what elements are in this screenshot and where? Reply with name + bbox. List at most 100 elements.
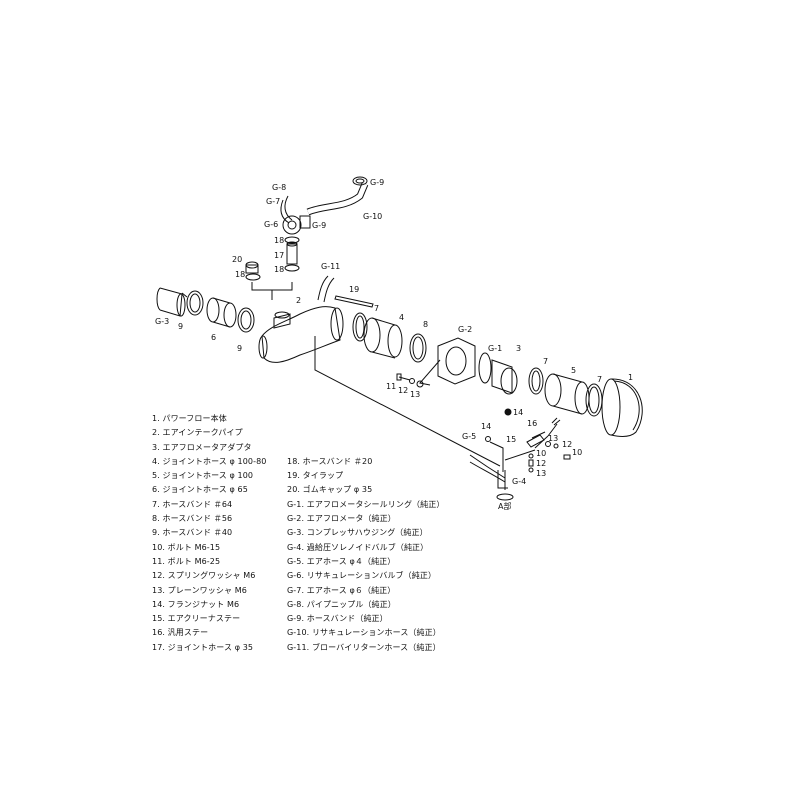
parts-list-item: G-3. コンプレッサハウジング（純正） <box>287 528 428 538</box>
parts-list-item: 1. パワーフロー本体 <box>152 414 227 423</box>
callout-g1: G-1 <box>488 344 502 353</box>
parts-list-item: 8. ホースバンド ＃56 <box>152 514 233 524</box>
callout-5: 5 <box>571 366 576 375</box>
hose-band <box>409 333 427 363</box>
callout-g10: G-10 <box>363 212 382 221</box>
joint-hose <box>206 297 237 328</box>
callout-12: 12 <box>562 440 572 449</box>
callout-13: 13 <box>536 469 546 478</box>
callout-16: 16 <box>527 419 537 428</box>
parts-list-item: 4. ジョイントホース φ 100-80 <box>152 456 267 466</box>
parts-list-item: 2. エアインテークパイプ <box>152 428 243 438</box>
callout-g6: G-6 <box>264 220 278 229</box>
parts-list-item: 6. ジョイントホース φ 65 <box>152 485 248 495</box>
parts-list-item: 20. ゴムキャップ φ 35 <box>287 485 373 495</box>
callout-g5: G-5 <box>462 432 476 441</box>
parts-list-item: 16. 汎用ステー <box>152 628 209 638</box>
callout-20: 20 <box>232 255 242 264</box>
leader-line <box>251 282 293 291</box>
air-intake-pipe <box>258 275 344 363</box>
callout-6: 6 <box>211 333 216 342</box>
parts-list-item: 7. ホースバンド ＃64 <box>152 499 233 509</box>
callout-g7: G-7 <box>266 197 280 206</box>
bolt-and-washer-set <box>396 373 512 416</box>
callout-1: 1 <box>628 373 633 382</box>
recirculation-valve-assembly <box>245 176 369 281</box>
callout-18: 18 <box>274 236 284 245</box>
parts-list-item: 3. エアフロメータアダプタ <box>152 442 252 452</box>
callout-13: 13 <box>410 390 420 399</box>
callout-g4: G-4 <box>512 477 526 486</box>
callout-9: 9 <box>178 322 183 331</box>
parts-list-item: 18. ホースバンド ＃20 <box>287 456 373 466</box>
parts-list-item: 9. ホースバンド ＃40 <box>152 528 233 538</box>
parts-list-item: 5. ジョイントホース φ 100 <box>152 471 254 481</box>
callout-g2: G-2 <box>458 325 472 334</box>
parts-list-left: 1. パワーフロー本体 2. エアインテークパイプ 3. エアフロメータアダプタ 4.… <box>152 412 266 655</box>
callout-g8: G-8 <box>272 183 286 192</box>
callout-8: 8 <box>423 320 428 329</box>
compressor-housing <box>156 287 186 317</box>
parts-list-item: 15. エアクリーナステー <box>152 614 241 624</box>
hose-band <box>585 383 603 417</box>
callout-13: 13 <box>548 434 558 443</box>
callout-g3: G-3 <box>155 317 169 326</box>
parts-list-item: 11. ボルト M6-25 <box>152 556 221 566</box>
parts-list-item: 19. タイラップ <box>287 471 344 481</box>
callout-2: 2 <box>296 296 301 305</box>
callout-18: 18 <box>235 270 245 279</box>
parts-list-item: G-2. エアフロメータ（純正） <box>287 514 396 524</box>
callout-a-part: A部 <box>498 501 511 511</box>
parts-list-item: G-10. リサキュレーションホース（純正） <box>287 628 441 638</box>
parts-list-item <box>287 412 444 426</box>
hose-band <box>181 290 204 316</box>
hose-band <box>528 367 544 395</box>
parts-list-item: G-11. ブローバイリターンホース（純正） <box>287 642 441 652</box>
bracket-assembly <box>469 417 571 501</box>
parts-list-item: G-4. 過給圧ソレノイドバルブ（純正） <box>287 542 429 552</box>
callout-10: 10 <box>572 448 582 457</box>
parts-list-item: G-9. ホースバンド（純正） <box>287 614 388 624</box>
callout-17: 17 <box>274 251 284 260</box>
callout-14: 14 <box>513 408 523 417</box>
parts-list-item: 17. ジョイントホース φ 35 <box>152 642 254 652</box>
parts-list-item: G-1. エアフロメータシールリング（純正） <box>287 499 445 509</box>
callout-g9: G-9 <box>312 221 326 230</box>
callout-12: 12 <box>536 459 546 468</box>
air-flow-meter-adapter <box>491 359 518 395</box>
callout-10: 10 <box>536 449 546 458</box>
parts-list-item: 12. スプリングワッシャ M6 <box>152 571 256 581</box>
parts-list-item <box>287 426 444 440</box>
power-flow-filter <box>601 378 643 438</box>
callout-18: 18 <box>274 265 284 274</box>
callout-12: 12 <box>398 386 408 395</box>
parts-list-right: 18. ホースバンド ＃20 19. タイラップ 20. ゴムキャップ φ 35 G-… <box>287 412 444 655</box>
parts-list-item: G-5. エアホース φ４（純正） <box>287 556 396 566</box>
parts-list-item: G-7. エアホース φ６（純正） <box>287 585 396 595</box>
parts-list-item: G-6. リサキュレーションバルブ（純正） <box>287 571 437 581</box>
callout-9: 9 <box>237 344 242 353</box>
callout-14: 14 <box>481 422 491 431</box>
callout-4: 4 <box>399 313 404 322</box>
leader-line <box>314 345 501 467</box>
callout-7: 7 <box>597 375 602 384</box>
callout-11: 11 <box>386 382 396 391</box>
seal-ring <box>478 352 492 384</box>
callout-19: 19 <box>349 285 359 294</box>
callout-g11: G-11 <box>321 262 340 271</box>
callout-15: 15 <box>506 435 516 444</box>
parts-list-item: G-8. パイプニップル（純正） <box>287 599 396 609</box>
callout-7: 7 <box>543 357 548 366</box>
parts-list-item <box>287 441 444 455</box>
joint-hose <box>544 373 590 415</box>
callout-3: 3 <box>516 344 521 353</box>
hose-band <box>352 312 368 342</box>
joint-hose <box>363 317 403 359</box>
parts-list-item: 10. ボルト M6-15 <box>152 542 221 552</box>
callout-7: 7 <box>374 304 379 313</box>
parts-list-item: 13. プレーンワッシャ M6 <box>152 585 247 595</box>
tie-wrap <box>334 295 374 308</box>
parts-list-item: 14. フランジナット M6 <box>152 599 240 609</box>
hose-band <box>237 307 255 333</box>
